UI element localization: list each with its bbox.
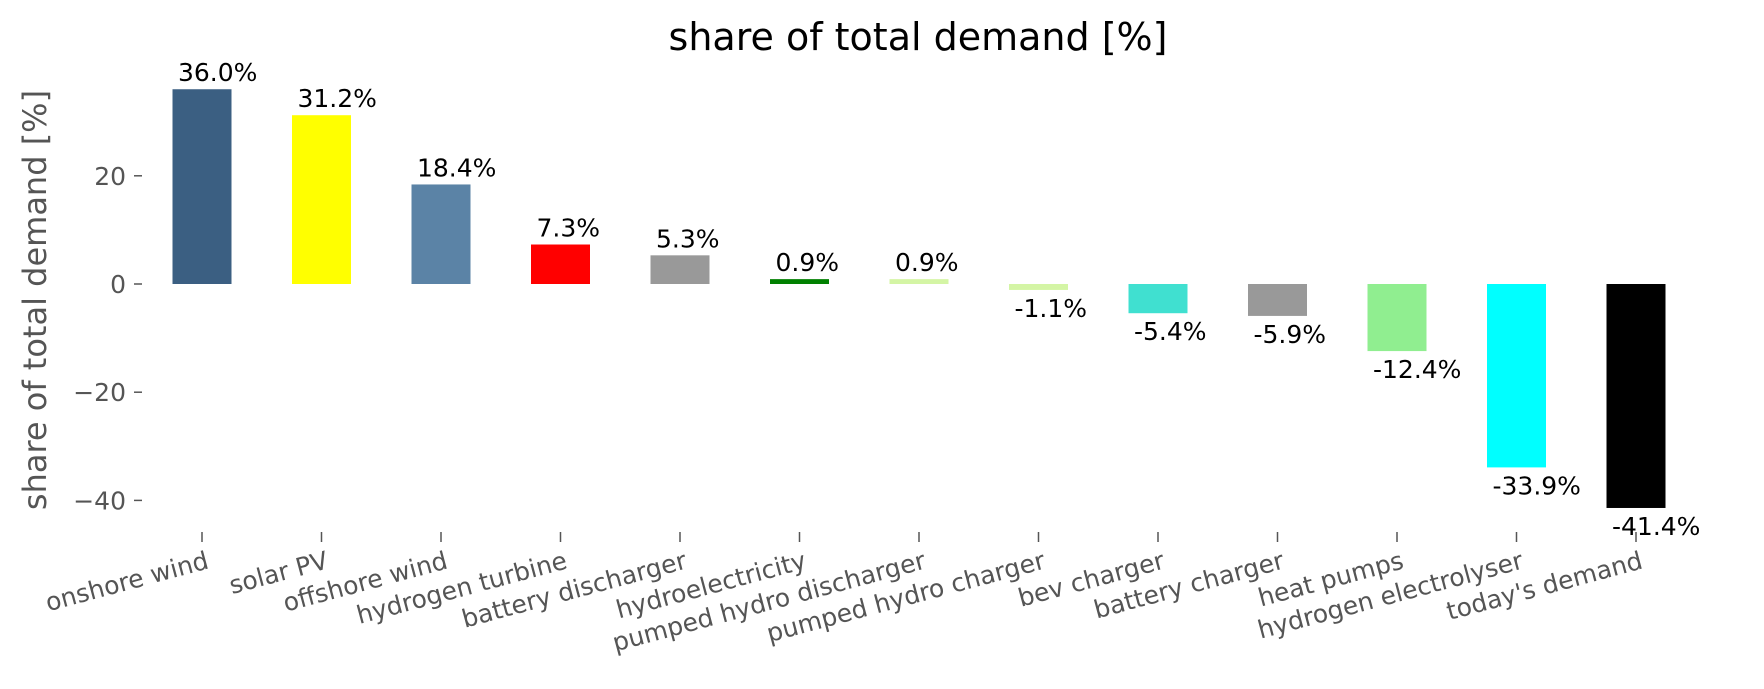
bar [1128,284,1188,314]
bar [172,89,232,285]
data-labels: 36.0% 31.2% 18.4% 7.3% 5.3% 0.9% 0.9% -1.1% -5.4… [178,58,1700,541]
data-label: -33.9% [1493,471,1581,500]
bar [650,255,710,284]
bar [1248,284,1307,316]
data-label: 7.3% [537,214,601,243]
data-label: 31.2% [298,84,377,113]
chart-title: share of total demand [%] [669,15,1168,59]
data-label: 18.4% [417,153,496,182]
bar [411,184,471,284]
bars [172,89,1666,508]
bar [1487,284,1546,468]
data-label: 0.9% [895,248,959,277]
bar [1606,284,1666,508]
data-label: -41.4% [1612,512,1700,541]
data-label: 0.9% [776,248,840,277]
bar [1367,284,1427,352]
data-label: -12.4% [1373,355,1461,384]
bar [531,244,590,284]
data-label: -5.9% [1254,320,1327,349]
data-label: 5.3% [656,224,720,253]
data-label: -1.1% [1015,294,1088,323]
y-tick-label: 20 [94,162,126,191]
bar [889,279,949,284]
x-tick-label: onshore wind [42,546,211,617]
y-tick-label: −40 [73,486,126,515]
data-label: 36.0% [178,58,257,87]
data-label: -5.4% [1134,317,1207,346]
y-axis-ticks: −40 −20 0 20 [73,162,142,515]
y-tick-label: −20 [73,378,126,407]
y-axis-label: share of total demand [%] [16,90,54,510]
bar [770,279,829,284]
y-tick-label: 0 [110,270,126,299]
bar [1009,284,1068,290]
bar [292,115,351,284]
